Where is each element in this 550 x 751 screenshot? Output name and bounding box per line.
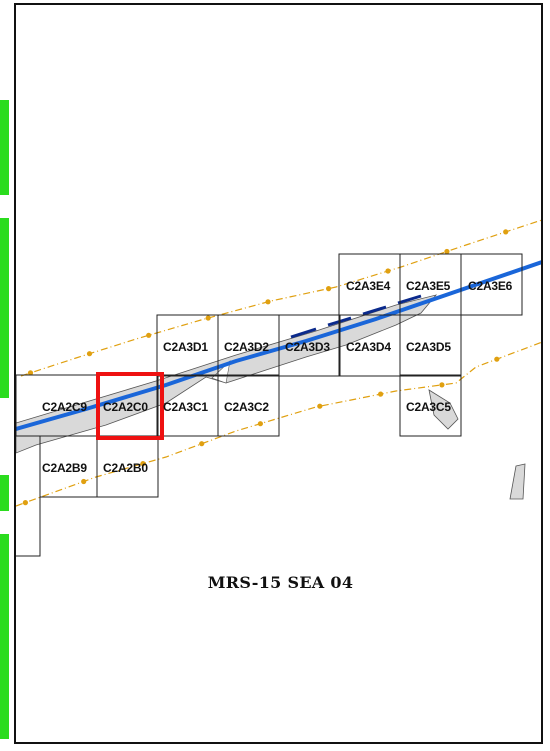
- boundary-marker: [146, 332, 152, 338]
- boundary-marker: [257, 421, 263, 427]
- boundary-marker: [444, 248, 450, 255]
- cell-label-c2a3d5[interactable]: C2A3D5: [406, 340, 451, 354]
- strip-segment: [0, 475, 9, 511]
- boundary-marker: [140, 461, 146, 467]
- boundary-marker: [199, 441, 205, 447]
- cell-label-c2a3c2[interactable]: C2A3C2: [224, 400, 269, 414]
- boundary-marker: [378, 391, 384, 397]
- map-canvas: [16, 219, 541, 557]
- selected-cell-highlight[interactable]: [96, 372, 164, 440]
- cell-label-c2a3d3[interactable]: C2A3D3: [285, 340, 330, 354]
- boundary-marker: [205, 315, 211, 321]
- cell-label-c2a3e6[interactable]: C2A3E6: [468, 279, 513, 293]
- boundary-marker: [385, 268, 391, 274]
- cell-label-c2a3d4[interactable]: C2A3D4: [346, 340, 391, 354]
- boundary-marker: [439, 382, 445, 388]
- boundary-marker: [317, 403, 323, 409]
- strip-segment: [0, 100, 9, 195]
- boundary-markers: [22, 229, 509, 506]
- boundary-marker: [81, 478, 87, 485]
- cell-label-c2a2b9[interactable]: C2A2B9: [42, 461, 87, 475]
- boundary-marker: [326, 286, 332, 292]
- cell-label-c2a2c9[interactable]: C2A2C9: [42, 400, 87, 414]
- grid-partial-cell: [16, 436, 41, 557]
- cell-label-c2a3c1[interactable]: C2A3C1: [163, 400, 208, 414]
- grid-cell: [460, 253, 523, 316]
- boundary-marker: [86, 351, 93, 357]
- grid-cell: [278, 314, 341, 377]
- grid-cell: [399, 314, 462, 377]
- left-edge-strip: [0, 0, 15, 751]
- boundary-marker: [22, 500, 28, 506]
- island: [428, 389, 459, 430]
- cell-label-c2a2c0[interactable]: C2A2C0: [103, 400, 148, 414]
- strip-segment: [0, 218, 9, 398]
- cell-label-c2a3d1[interactable]: C2A3D1: [163, 340, 208, 354]
- boundary-marker: [265, 299, 271, 305]
- map-title: MRS-15 SEA 04: [207, 573, 354, 592]
- boundary-marker: [27, 370, 34, 376]
- grid-cell: [399, 374, 462, 437]
- island: [509, 463, 526, 500]
- cell-label-c2a3e4[interactable]: C2A3E4: [346, 279, 391, 293]
- cell-label-c2a3e5[interactable]: C2A3E5: [406, 279, 451, 293]
- map-frame: C2A3E4 C2A3E5 C2A3E6 C2A3D1 C2A3D2 C2A3D…: [14, 3, 543, 744]
- grid-cell: [217, 374, 280, 437]
- cell-label-c2a3d2[interactable]: C2A3D2: [224, 340, 269, 354]
- strip-segment: [0, 534, 9, 739]
- boundary-marker: [494, 356, 500, 362]
- boundary-marker: [503, 229, 509, 235]
- cell-label-c2a3c5[interactable]: C2A3C5: [406, 400, 451, 414]
- cell-label-c2a2b0[interactable]: C2A2B0: [103, 461, 148, 475]
